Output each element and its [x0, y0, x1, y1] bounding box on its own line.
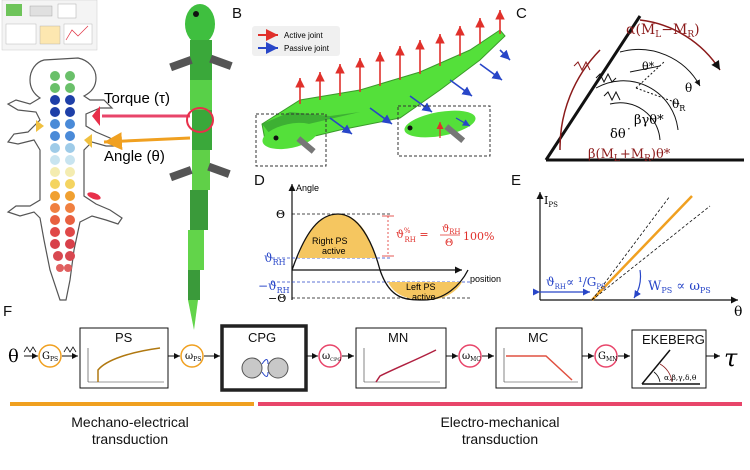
mn-curve — [375, 349, 437, 383]
passive-joint-arrows — [329, 49, 511, 135]
ekeberg-box — [631, 329, 707, 389]
theta-bottom-label: −Θ — [268, 292, 286, 305]
ps-curve — [97, 347, 161, 382]
right-ps-label-2: active — [322, 246, 346, 256]
mn-box — [355, 327, 447, 389]
rh-pos-label: ϑRH — [264, 251, 286, 267]
mechano-electrical-caption: Mechano-electrical transduction — [30, 414, 230, 448]
delta-label: δθ˙ — [610, 127, 632, 142]
orange-response-line — [591, 195, 693, 301]
panel-b: Active joint Passive joint — [252, 10, 511, 167]
angle-curve — [291, 213, 469, 301]
panel-a — [1, 0, 191, 301]
slope-arc — [633, 269, 642, 299]
electro-mechanical-caption: Electro-mechanical transduction — [380, 414, 620, 448]
w-prop-label: WPS ∝ ωPS — [648, 279, 711, 295]
electro-caption-line2: transduction — [461, 431, 539, 447]
beta-gamma-label: βγθ* — [634, 113, 664, 128]
segment-upper — [544, 15, 642, 161]
electro-caption-line1: Electro-mechanical — [440, 414, 560, 430]
ps-box — [79, 327, 169, 389]
mc-box — [495, 327, 583, 389]
theta-star-label: θ* — [642, 60, 655, 73]
torque-label: Torque (τ) — [104, 90, 170, 107]
output-tau: τ — [724, 344, 738, 372]
gain-gmn-node — [594, 344, 618, 368]
angle-label: Angle (θ) — [104, 148, 165, 165]
d-x-label: position — [470, 274, 501, 284]
panel-letter-e: E — [511, 172, 522, 189]
spring — [629, 65, 661, 73]
left-ps-label: Left PS — [406, 282, 436, 292]
omega-cpg-node — [318, 344, 342, 368]
right-ps-label: Right PS — [312, 236, 348, 246]
mechano-caption-line1: Mechano-electrical — [71, 414, 189, 430]
panel-letter-b: B — [232, 5, 243, 22]
panel-letter-f: F — [3, 303, 13, 320]
panel-c: α(ML−MR) θ* θ θR βγθ* δθ˙ β(ML+MR)θ* — [544, 15, 744, 164]
mn-box-label: MN — [388, 330, 408, 345]
rh-percent-formula: ϑ%RH = — [396, 227, 429, 244]
rh-prop-label: ϑRH∝ ¹/GPS — [546, 275, 606, 291]
thumbnail-figure — [1, 0, 98, 51]
leg-muscle-marker — [87, 192, 101, 200]
mechano-caption-line2: transduction — [91, 431, 169, 447]
panel-f: θ GPS PS ωPS CPG ωCPG MN ωMC — [8, 324, 742, 406]
input-theta: θ — [8, 346, 19, 367]
gain-gps-node — [38, 344, 62, 368]
alpha-arc — [639, 19, 721, 71]
ps-box-label: PS — [115, 330, 133, 345]
omega-ps-label: ωPS — [185, 351, 201, 363]
left-ps-label-2: active — [412, 292, 436, 302]
theta-label: θ — [685, 81, 692, 95]
electro-mechanical-bar — [258, 402, 742, 406]
theta-top-label: Θ — [276, 208, 285, 221]
formula-numerator: ϑRH — [442, 224, 461, 236]
beta-bottom-label: β(ML+MR)θ* — [588, 147, 671, 164]
right-ps-fill — [298, 214, 376, 258]
omega-mc-node — [458, 344, 482, 368]
formula-tail: 100% — [463, 230, 494, 243]
legend-active-label: Active joint — [284, 31, 323, 40]
cpg-box — [220, 324, 308, 392]
oscillator-circles — [50, 71, 75, 272]
legend-passive-label: Passive joint — [284, 44, 330, 53]
panel-letter-d: D — [254, 172, 265, 189]
zoom-box-head — [255, 113, 327, 167]
d-y-label: Angle — [296, 183, 319, 193]
formula-denominator: Θ — [445, 238, 453, 249]
gain-gmn-label: GMN — [598, 351, 617, 363]
ps-marker-right — [84, 134, 92, 148]
panel-d: Angle position Θ −Θ ϑRH −ϑRH Right PS ac… — [258, 183, 501, 305]
ekeberg-box-label: EKEBERG — [642, 332, 705, 347]
rh-neg-label: −ϑRH — [258, 279, 290, 295]
mc-box-label: MC — [528, 330, 548, 345]
cpg-box-label: CPG — [248, 330, 276, 345]
panel-e: IPS θ ϑRH∝ ¹/GPS WPS ∝ ωPS — [532, 192, 742, 320]
alpha-label: α(ML−MR) — [626, 22, 700, 40]
panel-letter-c: C — [516, 5, 527, 22]
ekeberg-params: α,β,γ,δ,θ — [664, 373, 697, 382]
zoom-box-limb — [397, 105, 491, 157]
gain-gps-label: GPS — [42, 351, 58, 363]
salamander-3d-model — [169, 4, 233, 330]
e-y-label: IPS — [544, 194, 558, 209]
active-joint-arrows — [295, 10, 505, 104]
omega-ps-node — [180, 344, 204, 368]
omega-mc-label: ωMC — [462, 351, 481, 363]
mechano-electrical-bar — [10, 402, 254, 406]
omega-cpg-label: ωCPG — [322, 351, 341, 363]
muscle-marker — [92, 106, 100, 126]
ps-marker-left — [36, 120, 44, 132]
angle-arrow — [103, 132, 191, 151]
salamander-outline — [6, 57, 123, 301]
mc-curve — [506, 355, 573, 381]
theta-r-label: θR — [672, 97, 686, 113]
e-x-label: θ — [734, 304, 742, 320]
